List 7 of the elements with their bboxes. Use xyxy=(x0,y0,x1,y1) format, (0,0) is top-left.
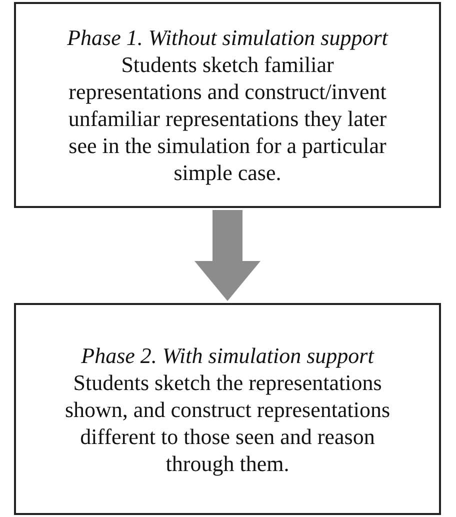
phase-heading: Phase 1. Without simulation support xyxy=(67,24,388,51)
phase-description: Students sketch the representations shown, and construct representations different to those seen and reason through them. xyxy=(64,368,392,476)
process-box xyxy=(14,303,441,515)
arrow xyxy=(194,210,260,301)
phase-description: Students sketch familiar representations and construct/invent unfamiliar representations they later see in the simulation for a particular simple case. xyxy=(67,51,388,186)
phase-heading: Phase 2. With simulation support xyxy=(81,342,374,368)
process-box xyxy=(14,2,441,208)
